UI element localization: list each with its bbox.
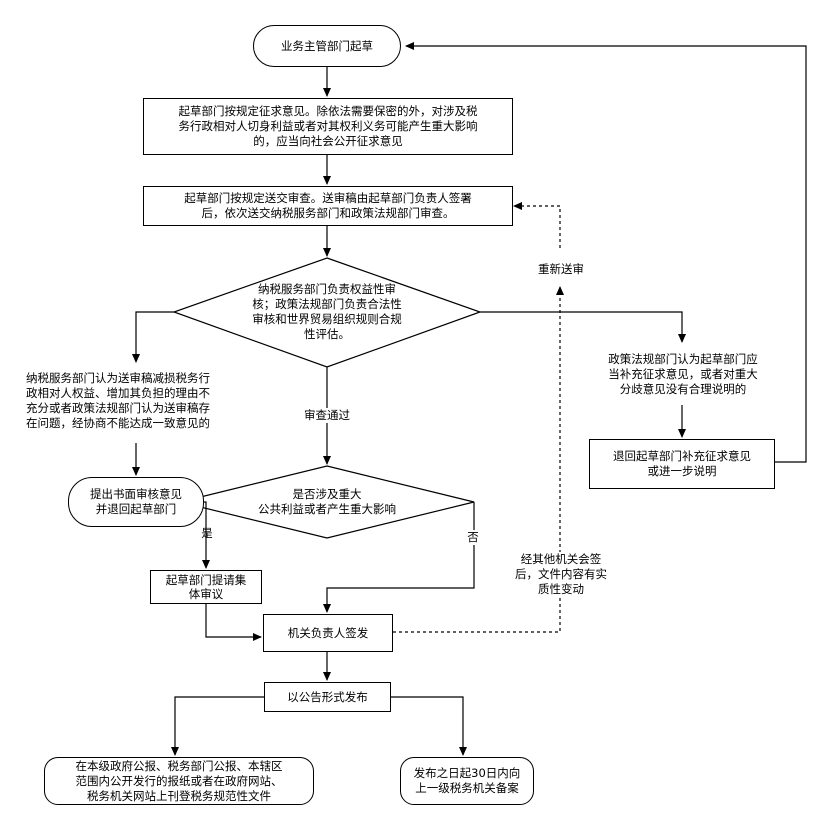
- start-node: 业务主管部门起草: [253, 25, 401, 67]
- resubmit-label: 重新送审: [530, 262, 592, 277]
- arrow-publish-to-channels: [171, 696, 265, 756]
- written-opinion-node: 提出书面审核意见 并退回起草部门: [68, 477, 204, 527]
- review-diamond-text: 纳税服务部门负责权益性审 核；政策法规部门负责合法性 审核和世界贸易组织规则合规…: [252, 282, 402, 341]
- arrow-review-to-supplement: [480, 311, 686, 343]
- no-label: 否: [465, 530, 481, 545]
- pass-label: 审查通过: [296, 408, 358, 423]
- filing-node: 发布之日起30日内向 上一级税务机关备案: [400, 757, 534, 805]
- sign-box: 机关负责人签发: [263, 614, 393, 652]
- dashed-sign-to-cosign: [393, 286, 564, 633]
- major-diamond: [179, 465, 475, 539]
- arrow-collective-to-sign: [205, 602, 262, 641]
- supplement-condition-text: 政策法规部门认为起草部门应 当补充征求意见，或者对重大 分歧意见没有合理说明的: [608, 352, 758, 396]
- cosign-note-text: 经其他机关会签 后，文件内容有实 质性变动: [506, 552, 616, 597]
- arrow-publish-to-filing: [390, 696, 467, 756]
- collective-review-box: 起草部门提请集 体审议: [150, 570, 262, 604]
- major-diamond-text: 是否涉及重大 公共利益或者产生重大影响: [258, 487, 396, 516]
- publish-box: 以公告形式发布: [264, 682, 391, 712]
- submit-review-box: 起草部门按规定送交审查。送审稿由起草部门负责人签署 后，依次送交纳税服务部门和政…: [143, 186, 513, 226]
- return-supplement-box: 退回起草部门补充征求意见 或进一步说明: [589, 439, 775, 489]
- dashed-resubmit-to-submit: [513, 202, 561, 248]
- publish-channels-node: 在本级政府公报、税务部门公报、本辖区 范围内公开发行的报纸或者在政府网站、 税务…: [44, 757, 314, 805]
- yes-label: 是: [201, 526, 213, 540]
- solicit-opinions-box: 起草部门按规定征求意见。除依法需要保密的外，对涉及税 务行政相对人切身利益或者对…: [143, 98, 513, 155]
- arrow-major-no: [323, 502, 475, 613]
- arrow-review-to-reject: [132, 311, 174, 363]
- reject-condition-text: 纳税服务部门认为送审稿减损税务行 政相对人权益、增加其负担的理由不 充分或者政策…: [26, 371, 210, 430]
- arrow-return-to-start: [405, 42, 807, 463]
